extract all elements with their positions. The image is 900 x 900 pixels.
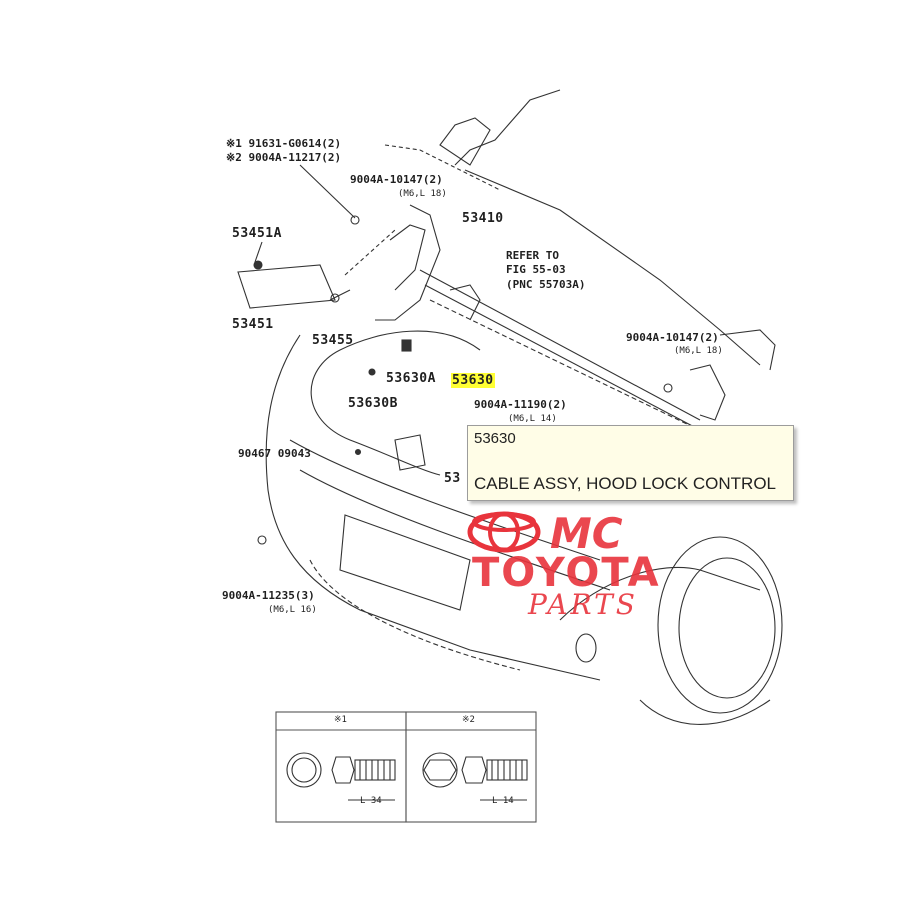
grille-line-1 [289,439,601,561]
thread-icon [486,759,528,781]
part-9004a-10147-right[interactable]: 9004A-10147(2) [626,331,719,344]
bolt-head-hex-icon [422,752,458,788]
box2-length: L 14 [492,796,514,806]
part-9004a-11190-size: (M6,L 14) [508,414,557,424]
clip-53630a-icon [401,339,412,352]
box2-frame [405,711,537,823]
leader-53451a-dot [254,241,263,263]
box1-length: L 34 [360,796,382,806]
bolt-head-round-icon [286,752,322,788]
lower-bumper [309,559,521,671]
clip-53630b-icon [368,368,376,376]
wheel-arch [639,699,771,725]
part-53455[interactable]: 53455 [312,333,354,348]
bolt-icon [350,215,360,225]
part-90467-09043[interactable]: 90467 09043 [238,447,311,460]
note-1-label: ※1 91631-G0614(2) [226,137,342,150]
part-9004a-11235-size: (M6,L 16) [268,605,317,615]
watermark-line-3: PARTS [527,588,638,620]
note-2-label: ※2 9004A-11217(2) [226,151,342,164]
watermark-line-2: TOYOTA [472,550,661,596]
thread-lines-icon [359,760,391,780]
box2-header: ※2 [462,715,475,725]
bolt-icon [257,535,267,545]
license-plate-area [339,514,471,611]
leader-53451a [344,229,396,276]
clip-90467-icon [354,448,362,456]
refer-line-1: REFER TO [506,249,559,262]
part-53630-highlight[interactable]: 53630 [451,373,495,388]
part-tooltip: 53630 CABLE ASSY, HOOD LOCK CONTROL [467,425,794,501]
leader-53451 [329,289,351,301]
fender-line [559,566,761,621]
thread-icon [354,759,396,781]
front-wheel-inner [678,557,776,699]
leader-note [299,164,356,219]
bolt-icon [330,293,340,303]
front-wheel [657,536,783,714]
windshield-edge [454,89,561,166]
seal-plate [237,264,336,309]
part-53630b[interactable]: 53630B [348,396,398,411]
watermark-line-1: MC [550,510,623,558]
part-9004a-10147-top[interactable]: 9004A-10147(2) [350,173,443,186]
bumper-outline [265,334,601,681]
part-53410[interactable]: 53410 [462,211,504,226]
hood-line [464,169,761,366]
omc-watermark: MC TOYOTA PARTS [467,510,661,620]
part-53451a[interactable]: 53451A [232,226,282,241]
mirror [439,117,491,166]
clip-icon [253,260,263,270]
fender-right-top [719,329,776,371]
thread-lines-icon [491,760,523,780]
hinge-right [689,364,726,421]
part-53451[interactable]: 53451 [232,317,274,332]
part-9004a-11235[interactable]: 9004A-11235(3) [222,589,315,602]
support-bar-1 [419,269,701,421]
fog-lamp [575,633,597,663]
refer-line-2: FIG 55-03 [506,263,566,276]
part-53630a[interactable]: 53630A [386,371,436,386]
hood-rear-edge [384,144,501,191]
hood-lock-cable [310,330,481,476]
hinge-left [375,204,441,321]
part-53630[interactable]: 53630 [451,373,495,388]
refer-line-3[interactable]: (PNC 55703A) [506,278,586,291]
grille-line-2 [299,469,611,591]
part-9004a-10147-top-size: (M6,L 18) [398,189,447,199]
hood-lock [394,434,426,471]
bolt-head-hex-inner-icon [423,759,457,781]
part-9004a-11190[interactable]: 9004A-11190(2) [474,398,567,411]
nut-side-icon [461,756,487,784]
hinge-left-arm [389,224,426,291]
part-53-partial[interactable]: 53 [444,471,461,486]
bolt-icon [663,383,673,393]
part-9004a-10147-right-size: (M6,L 18) [674,346,723,356]
box1-frame [275,711,407,823]
bolt-head-round-inner-icon [291,757,317,783]
nut-side-icon [331,756,355,784]
bracket [449,284,481,321]
tooltip-part-description: CABLE ASSY, HOOD LOCK CONTROL [474,474,776,493]
tooltip-part-code: 53630 [474,430,516,447]
support-bar-3 [429,299,721,441]
support-bar-2 [424,284,701,431]
box1-header: ※1 [334,715,347,725]
toyota-logo-bar-icon [472,512,536,532]
